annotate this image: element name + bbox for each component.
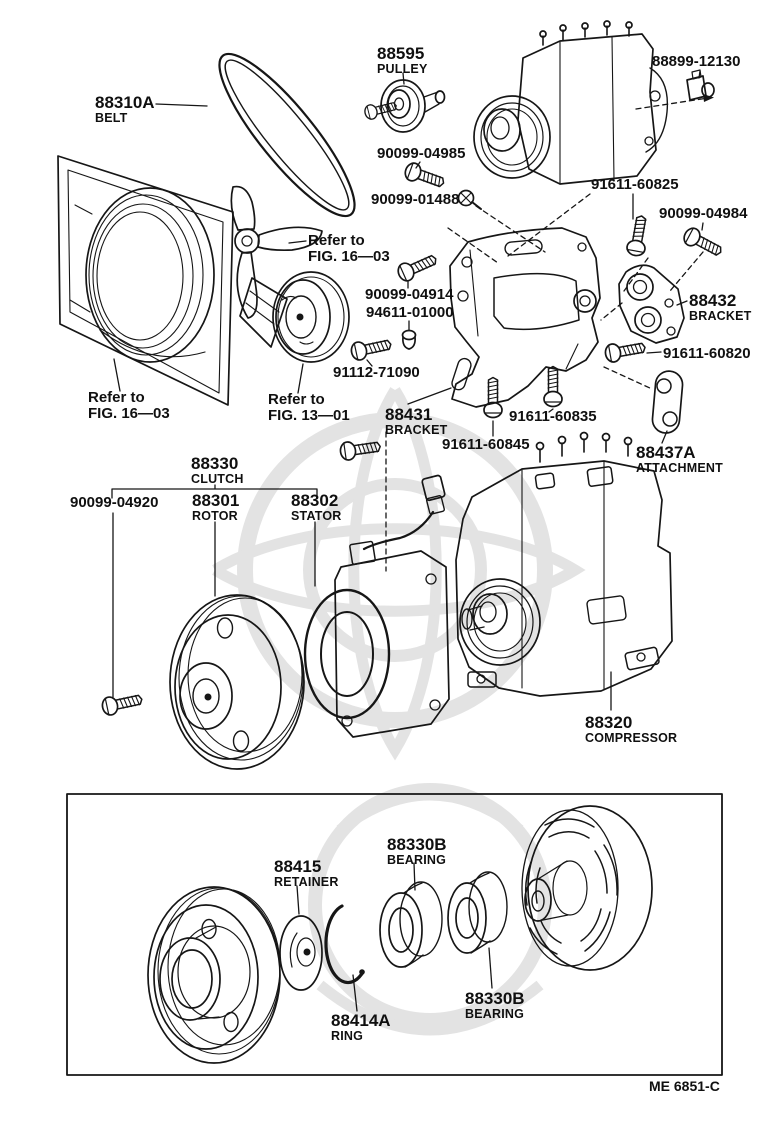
- callout-90099-04920: 90099-04920: [70, 495, 158, 511]
- attachment-88437a-art: [651, 370, 684, 434]
- figure-code: ME 6851-C: [649, 1078, 720, 1094]
- part-number: 88431: [385, 405, 433, 424]
- part-number: 91611-60835: [509, 408, 597, 425]
- dashed-arrowhead: [703, 94, 714, 102]
- ref-line1: Refer to: [268, 391, 325, 408]
- ref-line2: FIG. 16—03: [308, 247, 390, 265]
- part-caption: CLUTCH: [191, 471, 244, 486]
- part-number: 90099-04920: [70, 494, 159, 511]
- leader-lines: [111, 70, 704, 1012]
- stator-art: [303, 474, 450, 738]
- part-number: 88414A: [331, 1011, 391, 1030]
- part-number: 88330B: [465, 989, 525, 1008]
- callout-91112-71090: 91112-71090: [333, 365, 420, 381]
- ref-line1: Refer to: [88, 389, 145, 406]
- screw-01488-art: [457, 189, 482, 210]
- callout-88301-rotor: 88301 ROTOR: [192, 492, 239, 523]
- part-caption: BRACKET: [689, 308, 752, 323]
- callout-88330b-bearing-front: 88330B BEARING: [387, 836, 447, 867]
- part-number: 88330B: [387, 835, 447, 854]
- bracket-88432-art: [618, 264, 685, 344]
- callout-91611-60835: 91611-60835: [509, 409, 597, 425]
- part-number: 88320: [585, 713, 633, 732]
- ref-line1: Refer to: [308, 232, 365, 249]
- callout-88437a-attachment: 88437A ATTACHMENT: [636, 444, 723, 475]
- part-number: 91611-60845: [442, 436, 530, 453]
- compressor-mid-art: [455, 431, 673, 697]
- callout-88320-compressor: 88320 COMPRESSOR: [585, 714, 677, 745]
- part-number: 94611-01000: [366, 304, 454, 321]
- part-caption: BRACKET: [385, 422, 448, 437]
- bracket-88431-art: [449, 227, 601, 408]
- part-number: 91112-71090: [333, 364, 420, 381]
- callout-90099-04914: 90099-04914: [365, 287, 453, 303]
- part-number: 91611-60825: [591, 176, 679, 193]
- part-number: 88432: [689, 291, 737, 310]
- part-caption: STATOR: [291, 508, 342, 523]
- callout-91611-60845: 91611-60845: [442, 437, 530, 453]
- callout-88302-stator: 88302 STATOR: [291, 492, 342, 523]
- part-caption: ROTOR: [192, 508, 238, 523]
- callout-88595-pulley: 88595 PULLEY: [377, 45, 428, 76]
- part-caption: BELT: [95, 110, 128, 125]
- crank-pulley-art: [272, 271, 350, 363]
- callout-88330b-bearing-rear: 88330B BEARING: [465, 990, 525, 1021]
- part-caption: PULLEY: [377, 61, 428, 76]
- rotor-art: [169, 594, 305, 770]
- part-number: 90099-04985: [377, 145, 466, 162]
- callout-88414a-ring: 88414A RING: [331, 1012, 391, 1043]
- part-number: 88899-12130: [652, 53, 741, 70]
- dashed-assembly-lines: [385, 97, 709, 572]
- callout-90099-04985: 90099-04985: [377, 146, 465, 162]
- exploded-panel-art: [66, 793, 723, 1076]
- part-caption: BEARING: [387, 852, 447, 867]
- callout-88899-12130: 88899-12130: [652, 54, 740, 70]
- note-refer-fig-16-03-shroud: Refer to FIG. 16—03: [88, 390, 170, 421]
- note-refer-fig-16-03-fan: Refer to FIG. 16—03: [308, 233, 390, 264]
- callout-88415-retainer: 88415 RETAINER: [274, 858, 339, 889]
- idler-pulley-art: [362, 79, 446, 133]
- plug-94611-art: [401, 329, 417, 350]
- part-number: 91611-60820: [663, 345, 751, 362]
- callout-88310a-belt: 88310A BELT: [95, 94, 155, 125]
- part-caption: BEARING: [465, 1006, 525, 1021]
- part-number: 88310A: [95, 93, 155, 112]
- compressor-top-art: [473, 20, 669, 185]
- fan-art: [230, 185, 323, 348]
- part-number: 88301: [192, 491, 240, 510]
- part-number: 88330: [191, 454, 239, 473]
- watermark-ornament: [212, 387, 586, 1036]
- ref-line2: FIG. 13—01: [268, 406, 350, 424]
- callout-90099-01488: 90099-01488: [371, 192, 459, 208]
- part-caption: ATTACHMENT: [636, 460, 723, 475]
- callout-91611-60820: 91611-60820: [663, 346, 751, 362]
- part-number: 88415: [274, 857, 322, 876]
- fitting-88899-art: [686, 69, 715, 101]
- callout-91611-60825: 91611-60825: [591, 177, 679, 193]
- part-number: 88595: [377, 44, 425, 63]
- ref-line2: FIG. 16—03: [88, 404, 170, 422]
- fan-shroud-art: [57, 155, 234, 406]
- note-refer-fig-13-01: Refer to FIG. 13—01: [268, 392, 350, 423]
- part-number: 90099-04984: [659, 205, 748, 222]
- callout-94611-01000: 94611-01000: [366, 305, 454, 321]
- callout-88431-bracket: 88431 BRACKET: [385, 406, 448, 437]
- callout-90099-04984: 90099-04984: [659, 206, 747, 222]
- part-number: 90099-01488: [371, 191, 460, 208]
- part-number: 88302: [291, 491, 339, 510]
- callout-88432-bracket: 88432 BRACKET: [689, 292, 752, 323]
- part-caption: RING: [331, 1028, 364, 1043]
- part-number: 90099-04914: [365, 286, 454, 303]
- belt-art: [218, 52, 356, 218]
- part-number: 88437A: [636, 443, 696, 462]
- callout-88330-clutch: 88330 CLUTCH: [191, 455, 244, 486]
- part-caption: COMPRESSOR: [585, 730, 678, 745]
- part-caption: RETAINER: [274, 874, 339, 889]
